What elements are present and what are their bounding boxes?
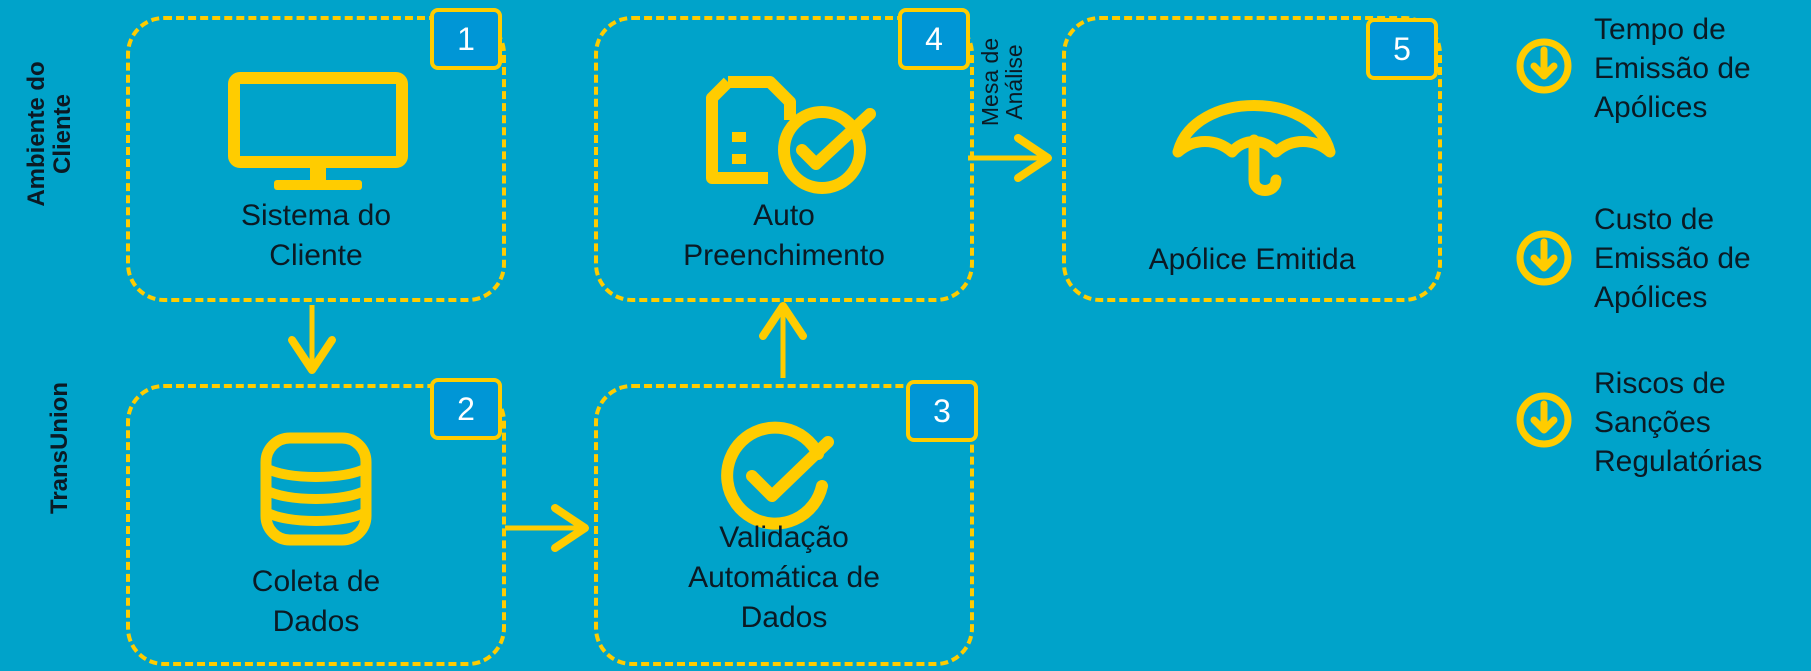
step-1-badge: 1	[430, 8, 502, 70]
outcome-3-line1: Riscos de	[1594, 367, 1726, 400]
step-4-box: Auto Preenchimento	[594, 16, 974, 302]
step-1-box: Sistema do Cliente	[126, 16, 506, 302]
outcome-3-line2: Sanções	[1594, 406, 1711, 439]
outcome-2-line1: Custo de	[1594, 203, 1715, 236]
step-5-box: Apólice Emitida	[1062, 16, 1442, 302]
step-3-title-line2: Automática de	[688, 561, 880, 594]
connector-label-line1: Mesa de	[977, 37, 1003, 127]
step-2-box: Coleta de Dados	[126, 384, 506, 666]
outcome-3: Riscos de Sanções Regulatórias	[1594, 364, 1762, 481]
outcome-2-line3: Apólices	[1594, 281, 1708, 314]
connector-label-line2: Análise	[1001, 44, 1027, 120]
step-5-badge: 5	[1366, 18, 1438, 80]
step-2-badge: 2	[430, 378, 502, 440]
outcome-1-line2: Emissão de	[1594, 52, 1751, 85]
umbrella-icon	[1172, 100, 1336, 196]
down-arrow-circle-icon	[1516, 392, 1572, 448]
step-3-box: Validação Automática de Dados	[594, 384, 974, 666]
monitor-icon	[228, 72, 408, 190]
step-2-title-line1: Coleta de	[251, 565, 381, 598]
check-circle-icon	[721, 421, 834, 530]
step-2-title-line2: Dados	[272, 605, 360, 638]
step-3-title: Validação Automática de Dados	[598, 518, 970, 638]
step-5-title: Apólice Emitida	[1066, 240, 1438, 280]
outcome-1-line3: Apólices	[1594, 91, 1708, 124]
document-check-icon	[706, 76, 876, 194]
down-arrow-circle-icon	[1516, 38, 1572, 94]
step-3-badge: 3	[906, 380, 978, 442]
step-3-title-line1: Validação	[719, 521, 849, 554]
outcome-2: Custo de Emissão de Apólices	[1594, 200, 1751, 317]
outcome-1-line1: Tempo de	[1594, 13, 1726, 46]
step-3-title-line3: Dados	[740, 601, 828, 634]
step-5-title-line1: Apólice Emitida	[1148, 243, 1356, 276]
step-4-title: Auto Preenchimento	[598, 196, 970, 276]
outcome-1: Tempo de Emissão de Apólices	[1594, 10, 1751, 127]
step-4-badge: 4	[898, 8, 970, 70]
step-1-title: Sistema do Cliente	[130, 196, 502, 276]
step-4-title-line2: Preenchimento	[683, 239, 885, 272]
database-icon	[260, 432, 372, 546]
step-4-title-line1: Auto	[753, 199, 815, 232]
down-arrow-circle-icon	[1516, 230, 1572, 286]
outcome-2-line2: Emissão de	[1594, 242, 1751, 275]
connector-label-mesa-de-analise: Mesa de Análise	[962, 12, 1042, 152]
step-2-title: Coleta de Dados	[130, 562, 502, 642]
step-1-title-line1: Sistema do	[240, 199, 392, 232]
step-1-title-line2: Cliente	[269, 239, 363, 272]
outcome-3-line3: Regulatórias	[1594, 445, 1763, 478]
